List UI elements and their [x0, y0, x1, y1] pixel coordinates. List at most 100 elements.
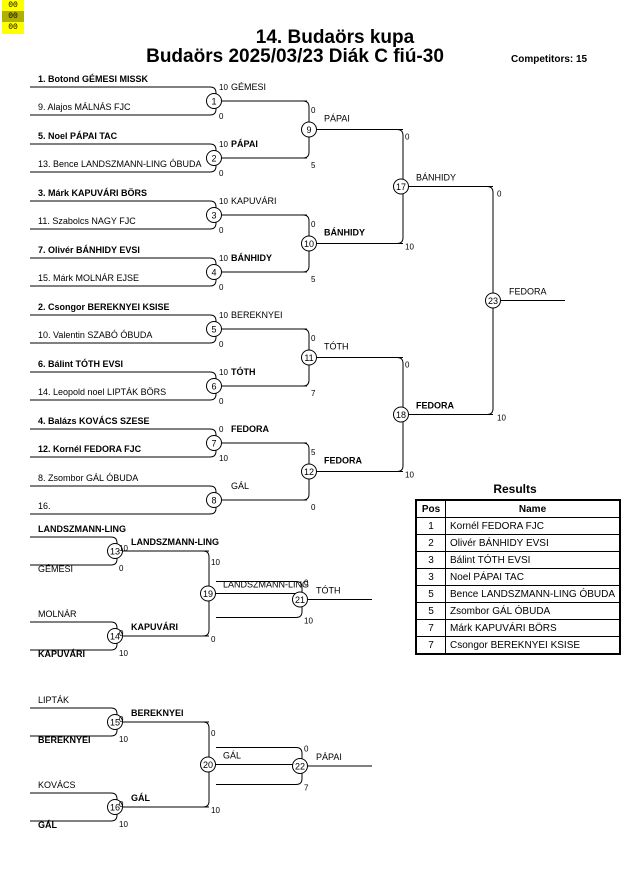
match-number-circle: [485, 292, 501, 309]
entrant-name: 8. Zsombor GÁL ÓBUDA: [38, 473, 138, 483]
match-winner: PÁPAI: [231, 139, 258, 149]
bracket-line: [30, 792, 118, 822]
match-score: 5: [311, 448, 316, 457]
results-header-row: Pos Name: [415, 499, 621, 518]
match-score: 0: [311, 220, 316, 229]
match-score: 0: [219, 283, 224, 292]
match-number-circle: [107, 714, 123, 730]
match-number-circle: [301, 121, 317, 138]
repechage-name: GÁL: [38, 820, 58, 830]
match-score: 0: [219, 226, 224, 235]
entrant-name: 2. Csongor BEREKNYEI KSISE: [38, 302, 170, 312]
repechage-winner: GÁL: [131, 793, 151, 803]
entrant-name: 14. Leopold noel LIPTÁK BÖRS: [38, 387, 166, 397]
bronze-winner: TÓTH: [316, 586, 341, 596]
entrant-name: 5. Noel PÁPAI TAC: [38, 131, 118, 141]
match-number: 23: [488, 296, 498, 306]
match-winner: FEDORA: [324, 456, 363, 466]
match-number: 10: [304, 239, 314, 249]
entrant-name: 16.: [38, 501, 51, 511]
match-number-circle: [206, 492, 222, 508]
match-score: 0: [311, 334, 316, 343]
result-name: Márk KAPUVÁRI BÖRS: [445, 619, 621, 637]
match-number-circle: [206, 93, 222, 109]
match-winner: BÁNHIDY: [231, 253, 272, 263]
match-score: 0: [405, 361, 410, 370]
bracket-line: [222, 328, 310, 387]
result-pos: 3: [415, 551, 446, 569]
entrant-name: 12. Kornél FEDORA FJC: [38, 444, 142, 454]
result-pos: 2: [415, 534, 446, 552]
match-winner: PÁPAI: [324, 114, 350, 124]
match-number: 18: [396, 410, 406, 420]
page-subtitle: Budaörs 2025/03/23 Diák C fiú-30: [146, 46, 444, 67]
match-score: 0: [211, 635, 216, 644]
match-number-circle: [107, 799, 123, 815]
match-winner: TÓTH: [231, 366, 256, 377]
match-number-circle: [206, 264, 222, 280]
result-pos: 7: [415, 619, 446, 637]
results-title: Results: [493, 482, 537, 496]
match-score: 0: [219, 340, 224, 349]
competitors-count: Competitors: 15: [511, 54, 588, 65]
match-number: 22: [295, 761, 305, 771]
match-number-circle: [107, 628, 123, 644]
repechage-name: KOVÁCS: [38, 780, 76, 790]
match-number-circle: [107, 543, 123, 559]
match-score: 10: [497, 414, 506, 423]
entrant-name: 6. Bálint TÓTH EVSI: [38, 358, 123, 369]
bracket-line: [30, 621, 118, 651]
repechage-name: KAPUVÁRI: [38, 649, 85, 659]
entrant-name: 9. Alajos MÁLNÁS FJC: [38, 102, 131, 112]
entrant-name: 11. Szabolcs NAGY FJC: [38, 216, 136, 226]
result-name: Olivér BÁNHIDY EVSI: [445, 534, 621, 552]
match-winner: KAPUVÁRI: [231, 196, 277, 206]
match-number: 21: [295, 595, 305, 605]
final-winner: FEDORA: [509, 287, 547, 297]
match-winner: BEREKNYEI: [231, 310, 283, 320]
repechage-winner: LANDSZMANN-LING: [223, 580, 309, 590]
bracket-line: [222, 442, 310, 501]
match-score: 10: [405, 243, 414, 252]
repechage-winner: GÁL: [223, 751, 241, 761]
results-header-name: Name: [445, 499, 621, 518]
entrant-name: 1. Botond GÉMESI MISSK: [38, 74, 149, 84]
match-number: 12: [304, 467, 314, 477]
match-score: 10: [219, 311, 228, 320]
match-number: 14: [110, 631, 120, 641]
match-number: 2: [211, 153, 216, 163]
badge-line: 00: [8, 1, 18, 10]
match-number: 11: [304, 353, 313, 363]
result-pos: 5: [415, 585, 446, 603]
repechage-winner: KAPUVÁRI: [131, 622, 178, 632]
match-score: 0: [311, 106, 316, 115]
repechage-name: GÉMESI: [38, 564, 73, 574]
result-pos: 7: [415, 636, 446, 655]
match-number: 13: [110, 546, 120, 556]
match-score: 10: [219, 197, 228, 206]
match-score: 5: [311, 275, 316, 284]
bracket-line: [409, 186, 494, 415]
match-number-circle: [200, 585, 216, 602]
bracket-line: [222, 214, 310, 273]
match-score: 0: [119, 564, 124, 573]
match-score: 10: [219, 140, 228, 149]
repechage-name: MOLNÁR: [38, 609, 77, 619]
match-number: 17: [396, 182, 406, 192]
match-number: 15: [110, 717, 120, 727]
match-score: 0: [119, 715, 124, 724]
results-header-pos: Pos: [415, 499, 446, 518]
match-winner: GÁL: [231, 481, 249, 491]
result-name: Csongor BEREKNYEI KSISE: [445, 636, 621, 655]
bracket-line: [30, 485, 217, 515]
match-number-circle: [292, 758, 308, 774]
match-score: 10: [119, 544, 128, 553]
